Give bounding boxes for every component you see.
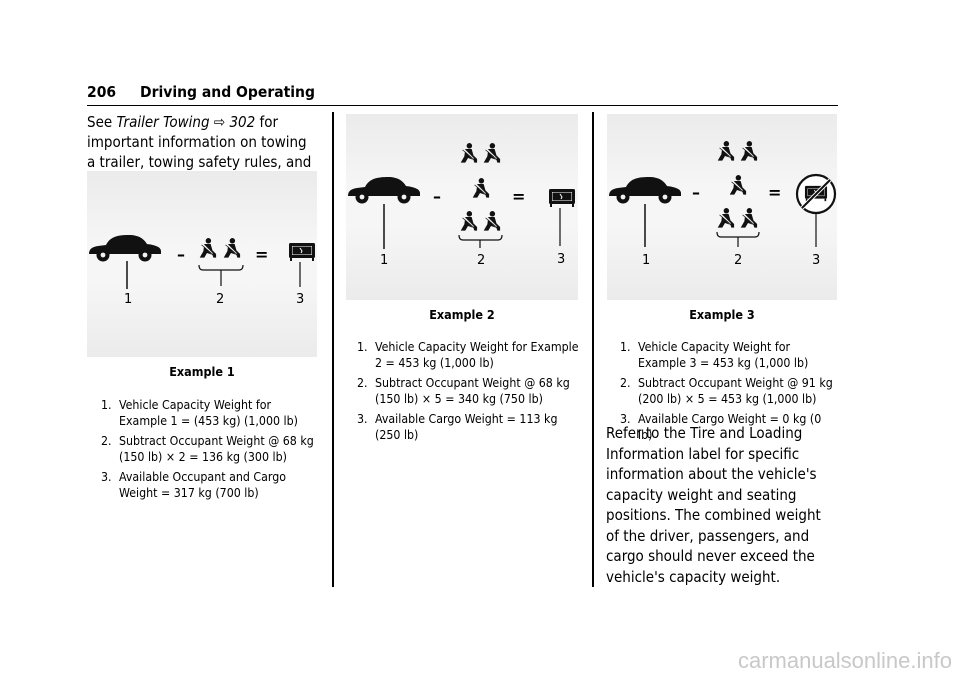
label-3: 3	[557, 252, 565, 267]
page-header: 206 Driving and Operating	[87, 83, 838, 106]
section-title: Driving and Operating	[140, 83, 315, 101]
occupant-seatbelt-icon	[459, 142, 478, 164]
occupant-seatbelt-icon	[739, 207, 758, 229]
occupant-seatbelt-icon	[716, 140, 735, 162]
example-3-caption: Example 3	[689, 307, 755, 322]
label-3: 3	[812, 253, 820, 268]
closing-paragraph: Refer to the Tire and Loading Informatio…	[606, 424, 821, 586]
label-2: 2	[734, 253, 742, 268]
example-1-caption: Example 1	[169, 364, 235, 379]
list-item: 1.Vehicle Capacity Weight for Example 3 …	[620, 340, 809, 370]
watermark: carmanualsonline.info	[737, 648, 952, 673]
trailer-towing-page-link[interactable]: 302	[229, 113, 256, 131]
page-ref-arrow-icon: ⇨	[213, 113, 226, 131]
occupant-seatbelt-icon	[716, 207, 735, 229]
cargo-icon	[548, 188, 576, 208]
vehicle-icon	[609, 177, 681, 204]
example-2-list: 1.Vehicle Capacity Weight for Example 2 …	[357, 340, 579, 448]
trailer-towing-link[interactable]: Trailer Towing	[116, 113, 210, 131]
minus-sign: –	[433, 187, 441, 206]
no-cargo-icon	[795, 173, 837, 215]
list-item: 3.Available Cargo Weight = 113 kg (250 l…	[357, 412, 558, 442]
label-2: 2	[477, 253, 485, 268]
occupant-seatbelt-icon	[482, 210, 501, 232]
list-item: 1.Vehicle Capacity Weight for Example 2 …	[357, 340, 579, 370]
page-number: 206	[87, 83, 117, 101]
occupant-seatbelt-icon	[471, 177, 490, 199]
label-2: 2	[216, 292, 224, 307]
label-3: 3	[296, 292, 304, 307]
example-2-figure: 1 – = 2 3	[346, 114, 578, 300]
equals-sign: =	[512, 187, 525, 206]
equals-sign: =	[768, 183, 781, 202]
example-3-list: 1.Vehicle Capacity Weight for Example 3 …	[620, 340, 838, 448]
label-1: 1	[124, 292, 132, 307]
label-1: 1	[380, 253, 388, 268]
vehicle-icon	[89, 235, 161, 262]
vehicle-icon	[348, 177, 420, 204]
column-divider-2	[592, 112, 594, 587]
list-item: 1.Vehicle Capacity Weight for Example 1 …	[101, 398, 298, 428]
column-divider-1	[332, 112, 334, 587]
list-item: 2.Subtract Occupant Weight @ 68 kg (150 …	[101, 434, 314, 464]
label-1: 1	[642, 253, 650, 268]
list-item: 3.Available Cargo Weight = 0 kg (0 lb)	[620, 412, 822, 442]
example-1-list: 1.Vehicle Capacity Weight for Example 1 …	[101, 398, 321, 506]
minus-sign: –	[177, 245, 185, 264]
cargo-icon	[288, 242, 316, 262]
occupant-seatbelt-icon	[728, 174, 747, 196]
minus-sign: –	[692, 183, 700, 202]
occupant-seatbelt-icon	[482, 142, 501, 164]
list-item: 2.Subtract Occupant Weight @ 68 kg (150 …	[357, 376, 570, 406]
equals-sign: =	[255, 245, 268, 264]
occupant-seatbelt-icon	[459, 210, 478, 232]
list-item: 3.Available Occupant and Cargo Weight = …	[101, 470, 287, 500]
example-2-caption: Example 2	[429, 307, 495, 322]
occupant-seatbelt-icon	[739, 140, 758, 162]
list-item: 2.Subtract Occupant Weight @ 91 kg (200 …	[620, 376, 833, 406]
example-1-figure: 1 – 2 = 3	[87, 171, 317, 357]
example-3-figure: 1 – = 2 3	[607, 114, 837, 300]
occupant-seatbelt-icon	[198, 237, 217, 259]
occupant-seatbelt-icon	[222, 237, 241, 259]
